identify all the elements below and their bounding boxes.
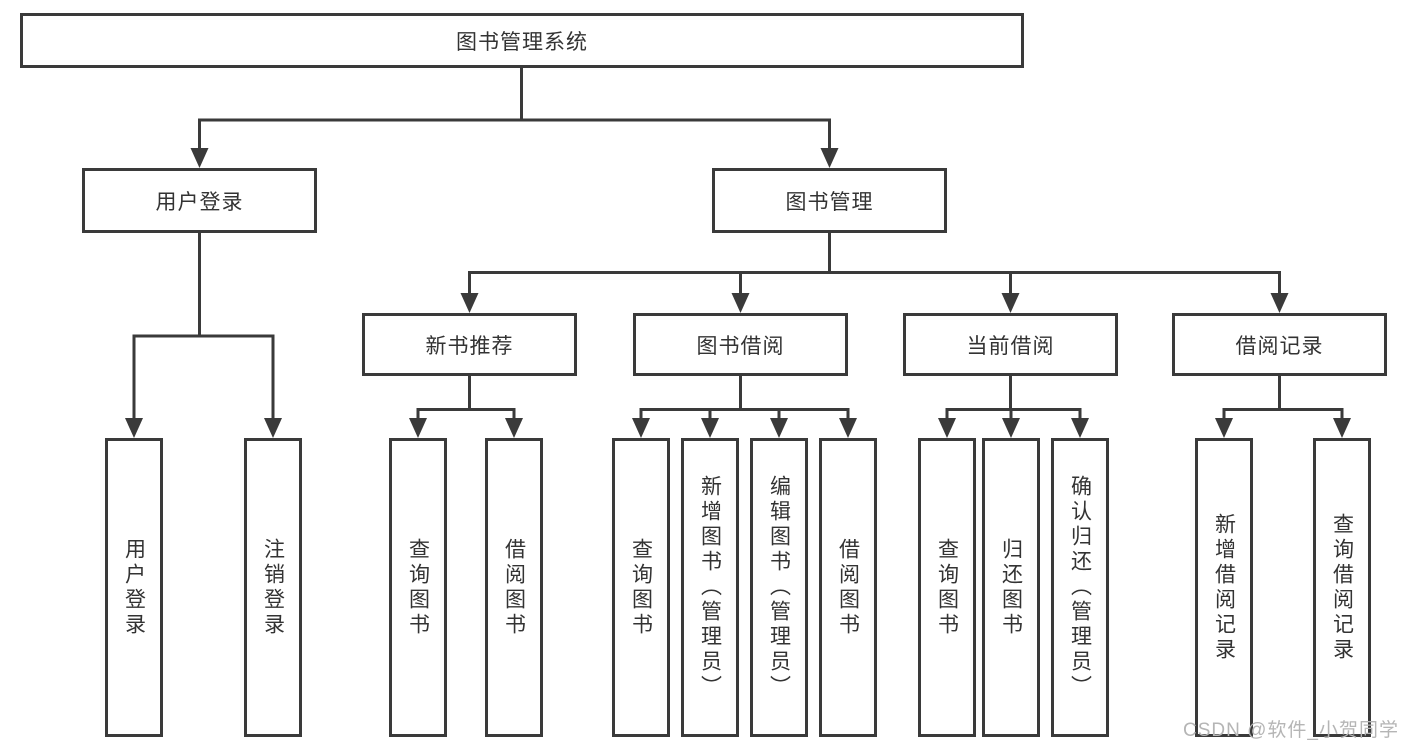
arrow-down-icon bbox=[701, 418, 719, 438]
arrowheads bbox=[125, 148, 1351, 438]
edge-current-bracket bbox=[945, 408, 1082, 420]
node-label: 用户登录 bbox=[155, 190, 244, 214]
leaf-borrow-books: 借阅图书 bbox=[819, 438, 877, 737]
node-book-borrow: 图书借阅 bbox=[633, 313, 848, 376]
arrow-down-icon bbox=[1002, 418, 1020, 438]
arrow-down-icon bbox=[820, 148, 839, 168]
arrow-down-icon bbox=[1270, 293, 1289, 313]
node-user-login: 用户登录 bbox=[82, 168, 317, 233]
leaf-query-books-current: 查询图书 bbox=[918, 438, 976, 737]
arrow-down-icon bbox=[190, 148, 209, 168]
node-label: 确认归还（管理员） bbox=[1068, 475, 1092, 700]
leaf-query-books-borrow: 查询图书 bbox=[612, 438, 670, 737]
arrow-down-icon bbox=[632, 418, 650, 438]
arrow-down-icon bbox=[1001, 293, 1020, 313]
arrow-down-icon bbox=[938, 418, 956, 438]
leaf-borrow-books-recommend: 借阅图书 bbox=[485, 438, 543, 737]
leaf-edit-book-admin: 编辑图书（管理员） bbox=[750, 438, 808, 737]
arrow-down-icon bbox=[839, 418, 857, 438]
leaf-add-borrow-record: 新增借阅记录 bbox=[1195, 438, 1253, 737]
leaf-logout: 注销登录 bbox=[244, 438, 302, 737]
arrow-down-icon bbox=[731, 293, 750, 313]
leaf-query-books-recommend: 查询图书 bbox=[389, 438, 447, 737]
node-label: 借阅图书 bbox=[502, 537, 526, 638]
node-new-book-recommend: 新书推荐 bbox=[362, 313, 577, 376]
arrow-down-icon bbox=[1333, 418, 1351, 438]
node-label: 查询图书 bbox=[629, 537, 653, 638]
edge-level3-bracket bbox=[468, 271, 1281, 295]
node-library-system: 图书管理系统 bbox=[20, 13, 1024, 68]
arrow-down-icon bbox=[409, 418, 427, 438]
edge-records-bracket bbox=[1222, 408, 1344, 420]
arrow-down-icon bbox=[1215, 418, 1233, 438]
node-borrow-records: 借阅记录 bbox=[1172, 313, 1387, 376]
node-label: 查询图书 bbox=[406, 537, 430, 638]
arrow-down-icon bbox=[770, 418, 788, 438]
node-label: 新增借阅记录 bbox=[1212, 512, 1236, 663]
node-label: 新增图书（管理员） bbox=[698, 475, 722, 700]
node-label: 新书推荐 bbox=[425, 334, 514, 358]
node-label: 图书借阅 bbox=[696, 334, 785, 358]
arrow-down-icon bbox=[264, 418, 282, 438]
edge-newbook-bracket bbox=[416, 408, 516, 420]
node-label: 图书管理系统 bbox=[456, 30, 588, 54]
leaf-add-book-admin: 新增图书（管理员） bbox=[681, 438, 739, 737]
node-label: 查询图书 bbox=[935, 537, 959, 638]
leaf-query-borrow-record: 查询借阅记录 bbox=[1313, 438, 1371, 737]
watermark: CSDN @软件_小贺同学 bbox=[1183, 720, 1399, 741]
node-label: 注销登录 bbox=[261, 537, 285, 638]
leaf-return-book: 归还图书 bbox=[982, 438, 1040, 737]
arrow-down-icon bbox=[505, 418, 523, 438]
arrow-down-icon bbox=[125, 418, 143, 438]
node-current-borrow: 当前借阅 bbox=[903, 313, 1118, 376]
node-book-management: 图书管理 bbox=[712, 168, 947, 233]
node-label: 借阅图书 bbox=[836, 537, 860, 638]
node-label: 图书管理 bbox=[785, 190, 874, 214]
arrow-down-icon bbox=[1071, 418, 1089, 438]
edge-borrow-bracket bbox=[639, 408, 850, 420]
node-label: 当前借阅 bbox=[966, 334, 1055, 358]
node-label: 用户登录 bbox=[122, 537, 146, 638]
edge-level2-bracket bbox=[198, 118, 831, 150]
leaf-user-login: 用户登录 bbox=[105, 438, 163, 737]
node-label: 查询借阅记录 bbox=[1330, 512, 1354, 663]
node-label: 归还图书 bbox=[999, 537, 1023, 638]
leaf-confirm-return-admin: 确认归还（管理员） bbox=[1051, 438, 1109, 737]
edge-userlogin-bracket bbox=[132, 334, 275, 420]
arrow-down-icon bbox=[460, 293, 479, 313]
node-label: 编辑图书（管理员） bbox=[767, 475, 791, 700]
node-label: 借阅记录 bbox=[1235, 334, 1324, 358]
